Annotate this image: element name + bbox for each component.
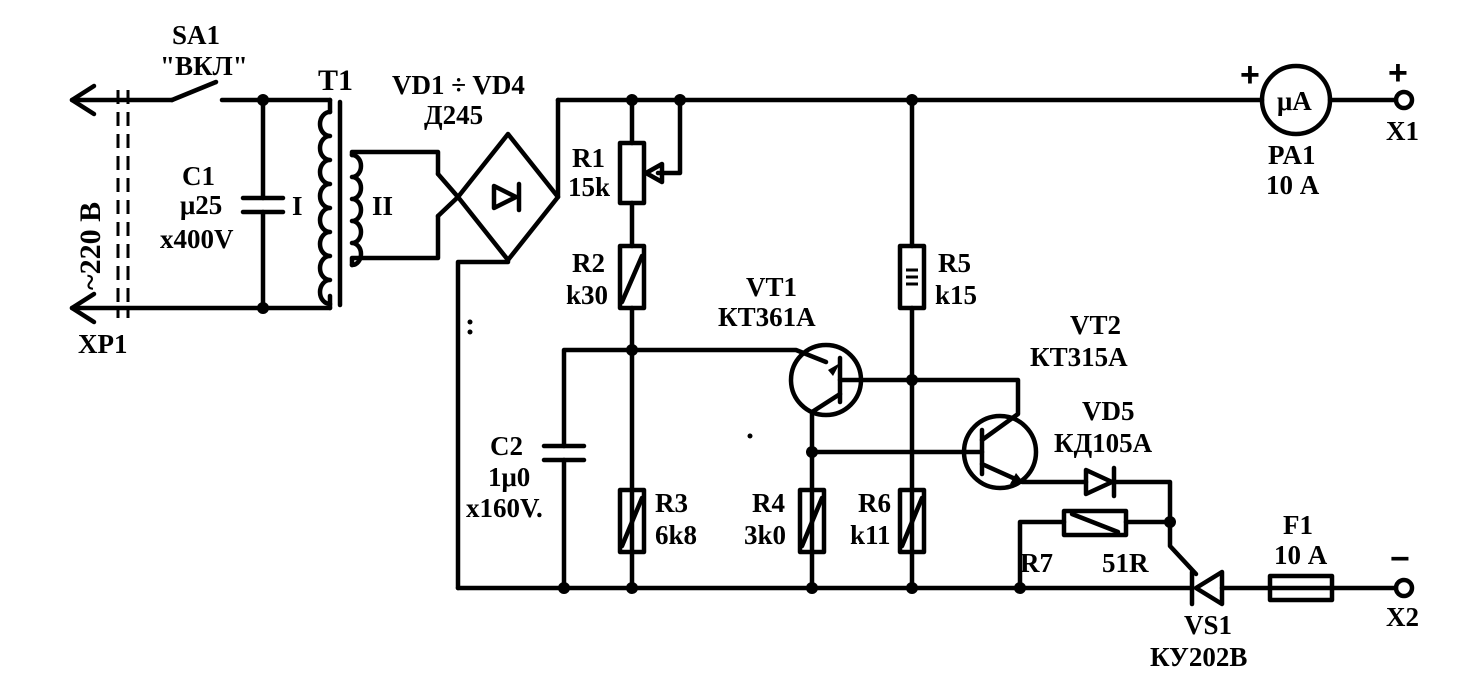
terminal-x2 [1393, 577, 1415, 599]
mains-plug-xp1 [69, 83, 333, 325]
r1-ref-label: R1 [572, 143, 605, 173]
r3-value-label: 6k8 [655, 520, 697, 550]
c2-ref-label: C2 [490, 431, 523, 461]
fuse-f1 [1267, 573, 1399, 603]
r2-value-label: k30 [566, 280, 608, 310]
pa1-rating-label: 10 А [1266, 170, 1320, 200]
r4-ref-label: R4 [752, 488, 785, 518]
vd5-ref-label: VD5 [1082, 396, 1135, 426]
capacitor-c1 [240, 94, 286, 314]
r6-value-label: k11 [850, 520, 891, 550]
pa1-ref-label: PA1 [1268, 140, 1316, 170]
c2-value-label: 1μ0 [488, 462, 530, 492]
diode-vd5 [1083, 465, 1173, 525]
ammeter-polarity: + [1240, 56, 1260, 94]
vt1-ref-label: VT1 [746, 272, 797, 302]
c1-voltage-label: x400V [160, 224, 234, 254]
secondary-winding-label: II [372, 191, 393, 221]
mains-voltage-label: ~220 В [74, 202, 107, 290]
f1-ref-label: F1 [1283, 510, 1313, 540]
ammeter-pa1 [1259, 63, 1399, 137]
r5-value-label: k15 [935, 280, 977, 310]
c2-voltage-label: x160V. [466, 493, 543, 523]
transistor-vt2 [809, 377, 1089, 491]
junction-r4-bottom [806, 582, 818, 594]
resistor-r7 [1017, 508, 1173, 591]
ammeter-symbol: μA [1277, 86, 1312, 116]
x2-ref-label: X2 [1386, 602, 1419, 632]
switch-state-label: "ВКЛ" [160, 51, 248, 81]
thyristor-vs1 [1167, 519, 1273, 607]
r3-ref-label: R3 [655, 488, 688, 518]
f1-rating-label: 10 А [1274, 540, 1328, 570]
x1-polarity: + [1388, 54, 1408, 92]
capacitor-c2 [541, 347, 635, 591]
vs1-type-label: КУ202В [1150, 642, 1247, 672]
vt2-type-label: КТ315А [1030, 342, 1128, 372]
r2-ref-label: R2 [572, 248, 605, 278]
x1-ref-label: X1 [1386, 116, 1419, 146]
junction-c2-bottom [558, 582, 570, 594]
resistor-r4 [797, 487, 827, 555]
vt1-type-label: КТ361А [718, 302, 816, 332]
x2-polarity: − [1390, 540, 1410, 578]
potentiometer-r1 [617, 97, 683, 249]
switch-ref-label: SA1 [172, 20, 220, 50]
r7-ref-label: R7 [1020, 548, 1053, 578]
diode-bridge-vd1-vd4 [435, 97, 561, 591]
r7-value-label: 51R [1102, 548, 1149, 578]
r1-value-label: 15k [568, 172, 610, 202]
transistor-vt1 [629, 342, 915, 591]
vs1-ref-label: VS1 [1184, 610, 1232, 640]
bridge-type-label: Д245 [424, 100, 483, 130]
vd5-type-label: КД105А [1054, 428, 1153, 458]
junction-r6-bottom [906, 582, 918, 594]
plug-ref-label: XP1 [78, 329, 128, 359]
terminal-x1 [1393, 89, 1415, 111]
vt2-ref-label: VT2 [1070, 310, 1121, 340]
transformer-ref-label: T1 [318, 64, 353, 97]
c1-ref-label: C1 [182, 161, 215, 191]
r5-ref-label: R5 [938, 248, 971, 278]
junction-r3-bottom [626, 582, 638, 594]
resistor-r3 [617, 487, 647, 555]
c1-value-label: μ25 [180, 190, 222, 220]
transformer-t1 [317, 97, 441, 311]
bridge-ref-label: VD1 ÷ VD4 [392, 70, 525, 100]
resistor-r5 [897, 97, 927, 591]
primary-winding-label: I [292, 191, 303, 221]
stray-dot [747, 433, 753, 439]
r6-ref-label: R6 [858, 488, 891, 518]
r4-value-label: 3k0 [744, 520, 786, 550]
resistor-r6 [897, 487, 927, 555]
switch-sa1 [169, 79, 333, 103]
